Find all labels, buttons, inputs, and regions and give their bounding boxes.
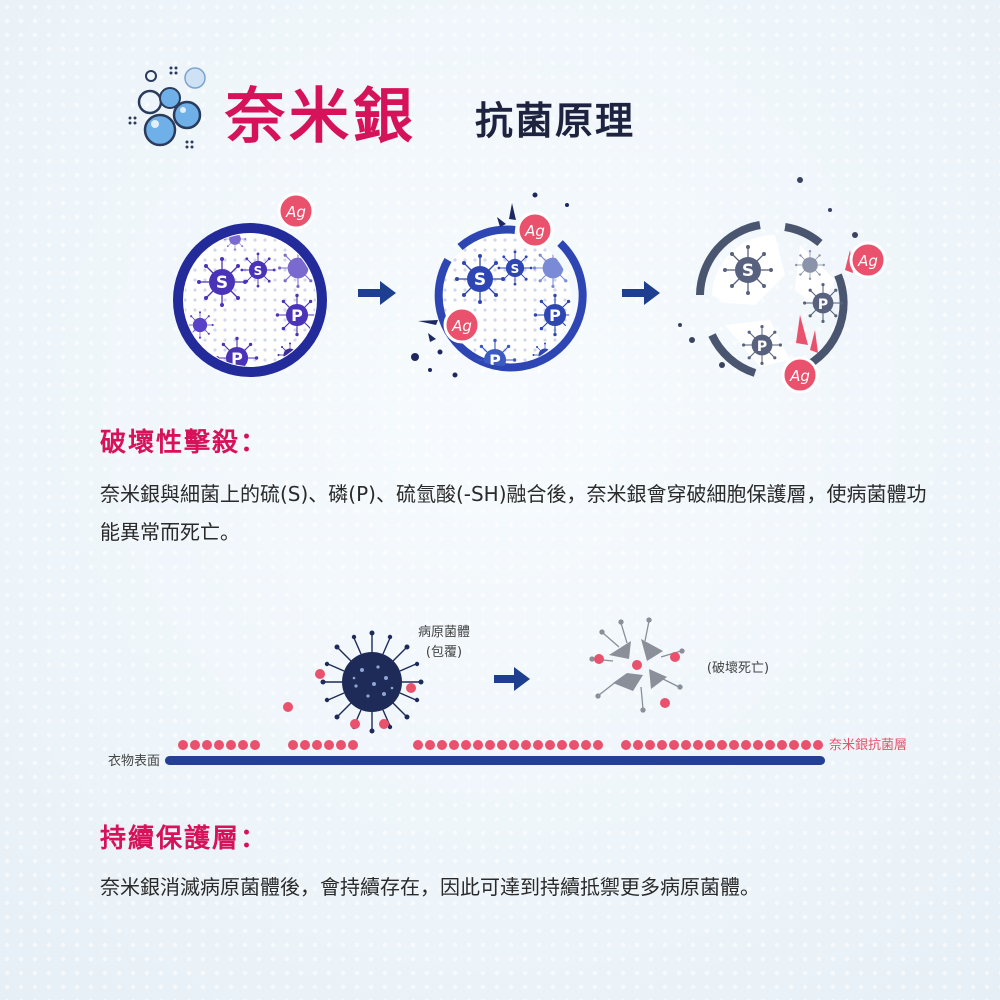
bacteria-cell-penetrated: S S P P Ag Ag: [411, 192, 587, 378]
bacteria-cell-destroyed: S P P Ag Ag: [678, 177, 887, 394]
arrow-right-icon: [358, 281, 396, 305]
phosphorus-label: P: [549, 306, 561, 325]
silver-particle: [226, 740, 236, 750]
silver-particle: [250, 740, 260, 750]
silver-particle: [348, 740, 358, 750]
silver-particle: [633, 740, 643, 750]
phosphorus-label: P: [818, 297, 828, 313]
silver-particle: [461, 740, 471, 750]
section-text-continuous-protection: 奈米銀消滅病原菌體後，會持續存在，因此可達到持續抵禦更多病原菌體。: [100, 875, 760, 899]
pathogen-sublabel: (包覆): [426, 645, 462, 660]
svg-text:Ag: Ag: [285, 203, 306, 221]
silver-ion: Ag: [277, 192, 315, 230]
svg-text:Ag: Ag: [524, 222, 545, 240]
silver-particle: [801, 740, 811, 750]
silver-particle: [729, 740, 739, 750]
pathogen-virus: [319, 629, 425, 735]
title-subtitle: 抗菌原理: [475, 98, 636, 143]
silver-particle: [202, 740, 212, 750]
fabric-surface-line: [165, 756, 825, 765]
destroyed-pathogen: [589, 617, 685, 713]
silver-particle: [533, 740, 543, 750]
silver-ion: Ag: [849, 241, 887, 279]
silver-particle: [485, 740, 495, 750]
silver-particle: [509, 740, 519, 750]
section-heading-destructive-kill: 破壞性擊殺：: [100, 428, 269, 458]
silver-particle: [765, 740, 775, 750]
sulfur-label: S: [742, 261, 754, 281]
silver-particle: [521, 740, 531, 750]
silver-particle: [705, 740, 715, 750]
silver-layer-label: 奈米銀抗菌層: [829, 738, 907, 753]
fabric-surface-label: 衣物表面: [108, 753, 160, 769]
silver-particle: [238, 740, 248, 750]
arrow-right-icon: [622, 281, 660, 305]
silver-particle: [437, 740, 447, 750]
protective-layer-diagram: 病原菌體 (包覆) (破壞死亡) 衣物表面 奈米銀抗菌層: [108, 617, 907, 769]
silver-particle: [669, 740, 679, 750]
silver-particle: [312, 740, 322, 750]
silver-particle: [621, 740, 631, 750]
silver-particle: [657, 740, 667, 750]
silver-particle: [425, 740, 435, 750]
silver-particle: [681, 740, 691, 750]
silver-particle: [473, 740, 483, 750]
silver-particle: [300, 740, 310, 750]
sulfur-label: S: [216, 273, 228, 293]
silver-particle: [190, 740, 200, 750]
silver-particles-around-pathogen: [283, 669, 416, 729]
bacteria-cell-intact: S S P P Ag: [173, 192, 327, 377]
title-main: 奈米銀: [225, 82, 417, 152]
silver-particle: [741, 740, 751, 750]
svg-text:Ag: Ag: [789, 367, 810, 385]
silver-particle: [693, 740, 703, 750]
silver-particle: [593, 740, 603, 750]
bubbles-icon: [128, 66, 206, 149]
section-heading-continuous-protection: 持續保護層：: [100, 824, 269, 854]
silver-particle: [178, 740, 188, 750]
silver-particle: [288, 740, 298, 750]
silver-particle: [569, 740, 579, 750]
phosphorus-label: P: [489, 351, 501, 370]
sulfur-label: S: [511, 262, 520, 276]
silver-particle: [336, 740, 346, 750]
title-block: 奈米銀 抗菌原理: [125, 60, 745, 160]
nano-silver-layer: [178, 740, 823, 750]
debris: [411, 192, 569, 378]
phosphorus-label: P: [231, 349, 243, 368]
silver-particle: [557, 740, 567, 750]
silver-particle: [324, 740, 334, 750]
debris: [678, 177, 858, 368]
silver-particle: [717, 740, 727, 750]
silver-particle: [581, 740, 591, 750]
silver-ion: Ag: [781, 356, 819, 394]
sulfur-label: S: [254, 264, 263, 278]
arrow-right-icon: [494, 667, 530, 691]
silver-particle: [753, 740, 763, 750]
silver-particle: [545, 740, 555, 750]
silver-particle: [449, 740, 459, 750]
silver-ion: Ag: [443, 306, 481, 344]
phosphorus-label: P: [291, 306, 303, 325]
silver-particle: [413, 740, 423, 750]
svg-text:Ag: Ag: [857, 252, 878, 270]
antibacterial-process-diagram: S S P P Ag S S P P: [173, 177, 887, 394]
sulfur-label: S: [474, 270, 486, 290]
silver-particle: [789, 740, 799, 750]
silver-ion: Ag: [516, 211, 554, 249]
phosphorus-label: P: [757, 339, 767, 355]
silver-particle: [645, 740, 655, 750]
destroyed-label: (破壞死亡): [707, 661, 769, 676]
silver-particle: [813, 740, 823, 750]
silver-particle: [214, 740, 224, 750]
silver-particle: [777, 740, 787, 750]
pathogen-label: 病原菌體: [418, 625, 470, 640]
svg-text:Ag: Ag: [451, 317, 472, 335]
silver-particle: [497, 740, 507, 750]
section-text-destructive-kill: 奈米銀與細菌上的硫(S)、磷(P)、硫氫酸(-SH)融合後，奈米銀會穿破細胞保護…: [100, 482, 927, 544]
